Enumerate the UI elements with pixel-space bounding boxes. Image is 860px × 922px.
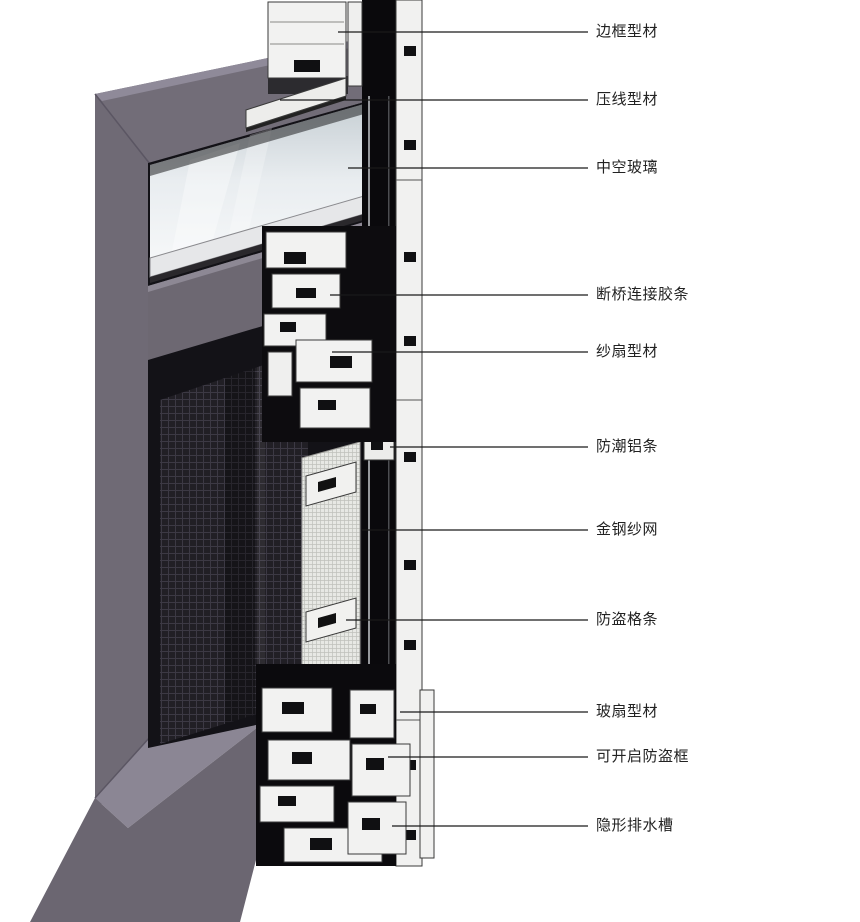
bead-shadow: [246, 96, 346, 132]
label-hidden-drainage-channel: 隐形排水槽: [596, 817, 674, 834]
bottom-profile-cluster: [256, 664, 435, 866]
mesh-panel: [160, 350, 308, 744]
label-screen-sash-profile: 纱扇型材: [596, 343, 659, 360]
gasket-slot: [318, 400, 336, 410]
extrusion-block: [419, 689, 435, 859]
gasket-slot: [296, 288, 316, 298]
gasket-slot: [284, 252, 306, 264]
label-thermal-break-gasket: 断桥连接胶条: [596, 286, 690, 303]
glass-top-shadow: [150, 104, 364, 176]
glazing-bead-profile: [245, 77, 347, 132]
gasket-slot: [294, 60, 320, 72]
gasket-slot: [292, 752, 312, 764]
gasket-slot: [366, 758, 384, 770]
extrusion-webs: [270, 21, 344, 45]
extrusion-block: [259, 785, 335, 823]
extrusion-block: [347, 1, 363, 87]
frame-left-stile: [95, 94, 150, 804]
right-profile-strip: [395, 0, 423, 867]
gasket-slot: [280, 322, 296, 332]
label-moisture-proof-aluminum-strip: 防潮铝条: [596, 438, 659, 455]
gasket-slot: [278, 796, 296, 806]
gasket-slot: [310, 838, 332, 850]
label-stainless-steel-mesh: 金钢纱网: [596, 521, 659, 538]
frame-bottom-band-topface: [95, 699, 272, 828]
extrusion-block: [267, 351, 293, 397]
label-frame-profile: 边框型材: [596, 23, 659, 40]
label-pressing-line-profile: 压线型材: [596, 91, 659, 108]
top-profile-cluster: [267, 1, 363, 94]
bead-face: [245, 77, 347, 129]
glass-reflection: [170, 143, 240, 261]
mesh-shading: [225, 350, 265, 744]
mid-profile-cluster: [262, 226, 396, 442]
label-insulated-glass: 中空玻璃: [596, 159, 659, 176]
security-mesh-strip: [301, 441, 361, 693]
right-strip-joints: [396, 179, 422, 721]
gasket-slot: [282, 702, 304, 714]
gasket-slot: [362, 818, 380, 830]
glass-pane: [150, 104, 364, 258]
gasket-slot: [360, 704, 376, 714]
leader-lines: [280, 31, 588, 827]
frame-miter-bottom: [94, 736, 151, 799]
frame-miter-top: [94, 93, 151, 165]
label-openable-anti-theft-frame: 可开启防盗框: [596, 748, 690, 765]
frame-bottom-band-front: [30, 716, 272, 922]
grid-bar-gasket-lower: [318, 613, 336, 628]
gasket-slot: [330, 356, 352, 368]
glass-reflection: [225, 128, 272, 252]
label-anti-theft-grid-bar: 防盗格条: [596, 611, 659, 628]
label-glass-sash-profile: 玻扇型材: [596, 703, 659, 720]
grid-bar-gasket-upper: [318, 477, 336, 492]
flyscreen-mesh: [160, 350, 308, 744]
insulated-glass-unit: [149, 104, 365, 283]
